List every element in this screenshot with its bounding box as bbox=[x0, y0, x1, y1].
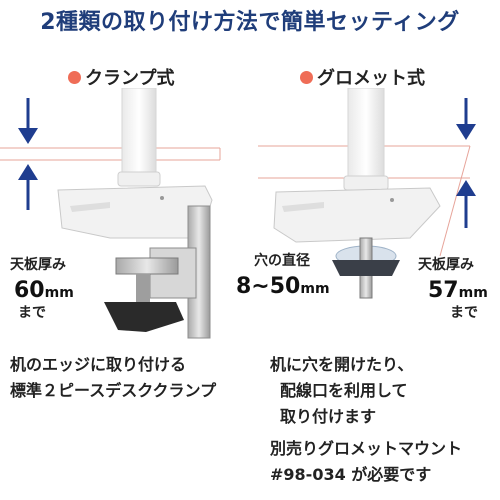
clamp-heading-text: クランプ式 bbox=[85, 68, 175, 89]
grommet-note: 別売りグロメットマウント #98-034 が必要です bbox=[270, 436, 496, 488]
pole-collar bbox=[343, 175, 389, 191]
grommet-thickness-value: 57 bbox=[428, 278, 459, 303]
monitor-pole bbox=[347, 88, 385, 185]
mounting-illustration bbox=[0, 88, 476, 339]
grommet-thickness-suffix: まで bbox=[450, 305, 478, 321]
clamp-description-line: 標準２ピースデスククランプ bbox=[10, 381, 217, 400]
grommet-thickness-label: 天板厚み bbox=[418, 257, 474, 273]
clamp-thickness-label: 天板厚み bbox=[10, 257, 66, 273]
clamp-illustration bbox=[0, 88, 221, 339]
grommet-plate bbox=[332, 260, 400, 276]
clamp-thickness-unit: mm bbox=[44, 285, 74, 301]
grommet-hole-unit: mm bbox=[300, 281, 330, 297]
clamp-knob bbox=[104, 302, 184, 332]
grommet-description: 机に穴を開けたり、 配線口を利用して 取り付けます bbox=[270, 352, 490, 430]
grommet-description-line: 机に穴を開けたり、 bbox=[270, 355, 414, 374]
grommet-description-line: 取り付けます bbox=[280, 407, 377, 426]
grommet-thickness-unit: mm bbox=[458, 285, 488, 301]
grommet-hole-size: 8~50mm bbox=[236, 274, 330, 299]
grommet-hole-value: 8~50 bbox=[236, 274, 301, 299]
arrow-up-icon bbox=[456, 180, 476, 228]
arrow-down-icon bbox=[18, 98, 38, 144]
grommet-base-plate bbox=[273, 187, 441, 243]
bullet-dot-icon bbox=[68, 71, 81, 84]
screw-hole bbox=[390, 198, 394, 202]
clamp-heading: クランプ式 bbox=[68, 64, 174, 90]
grommet-heading: グロメット式 bbox=[300, 64, 425, 90]
clamp-thickness: 60mm bbox=[14, 278, 74, 303]
grommet-note-line: 別売りグロメットマウント bbox=[270, 439, 463, 458]
desk-diagonal-line bbox=[439, 145, 471, 257]
clamp-description-line: 机のエッジに取り付ける bbox=[10, 355, 187, 374]
grommet-heading-text: グロメット式 bbox=[317, 68, 425, 89]
clamp-thickness-suffix: まで bbox=[18, 305, 46, 321]
screw-hole bbox=[160, 196, 164, 200]
grommet-hole-label: 穴の直径 bbox=[254, 253, 310, 269]
pole-collar bbox=[117, 171, 161, 187]
clamp-description: 机のエッジに取り付ける 標準２ピースデスククランプ bbox=[10, 352, 250, 404]
grommet-description-line: 配線口を利用して bbox=[280, 381, 408, 400]
clamp-screw-plate bbox=[115, 257, 179, 275]
monitor-pole bbox=[121, 88, 157, 183]
page-title: 2種類の取り付け方法で簡単セッティング bbox=[40, 10, 460, 35]
bullet-dot-icon bbox=[300, 71, 313, 84]
grommet-thickness: 57mm bbox=[428, 278, 488, 303]
base-slot bbox=[70, 202, 110, 212]
grommet-illustration bbox=[258, 88, 476, 299]
clamp-thickness-value: 60 bbox=[14, 278, 45, 303]
arrow-down-icon bbox=[456, 98, 476, 140]
grommet-note-line: #98-034 が必要です bbox=[270, 465, 432, 484]
base-slot bbox=[282, 202, 324, 212]
arrow-up-icon bbox=[18, 164, 38, 210]
